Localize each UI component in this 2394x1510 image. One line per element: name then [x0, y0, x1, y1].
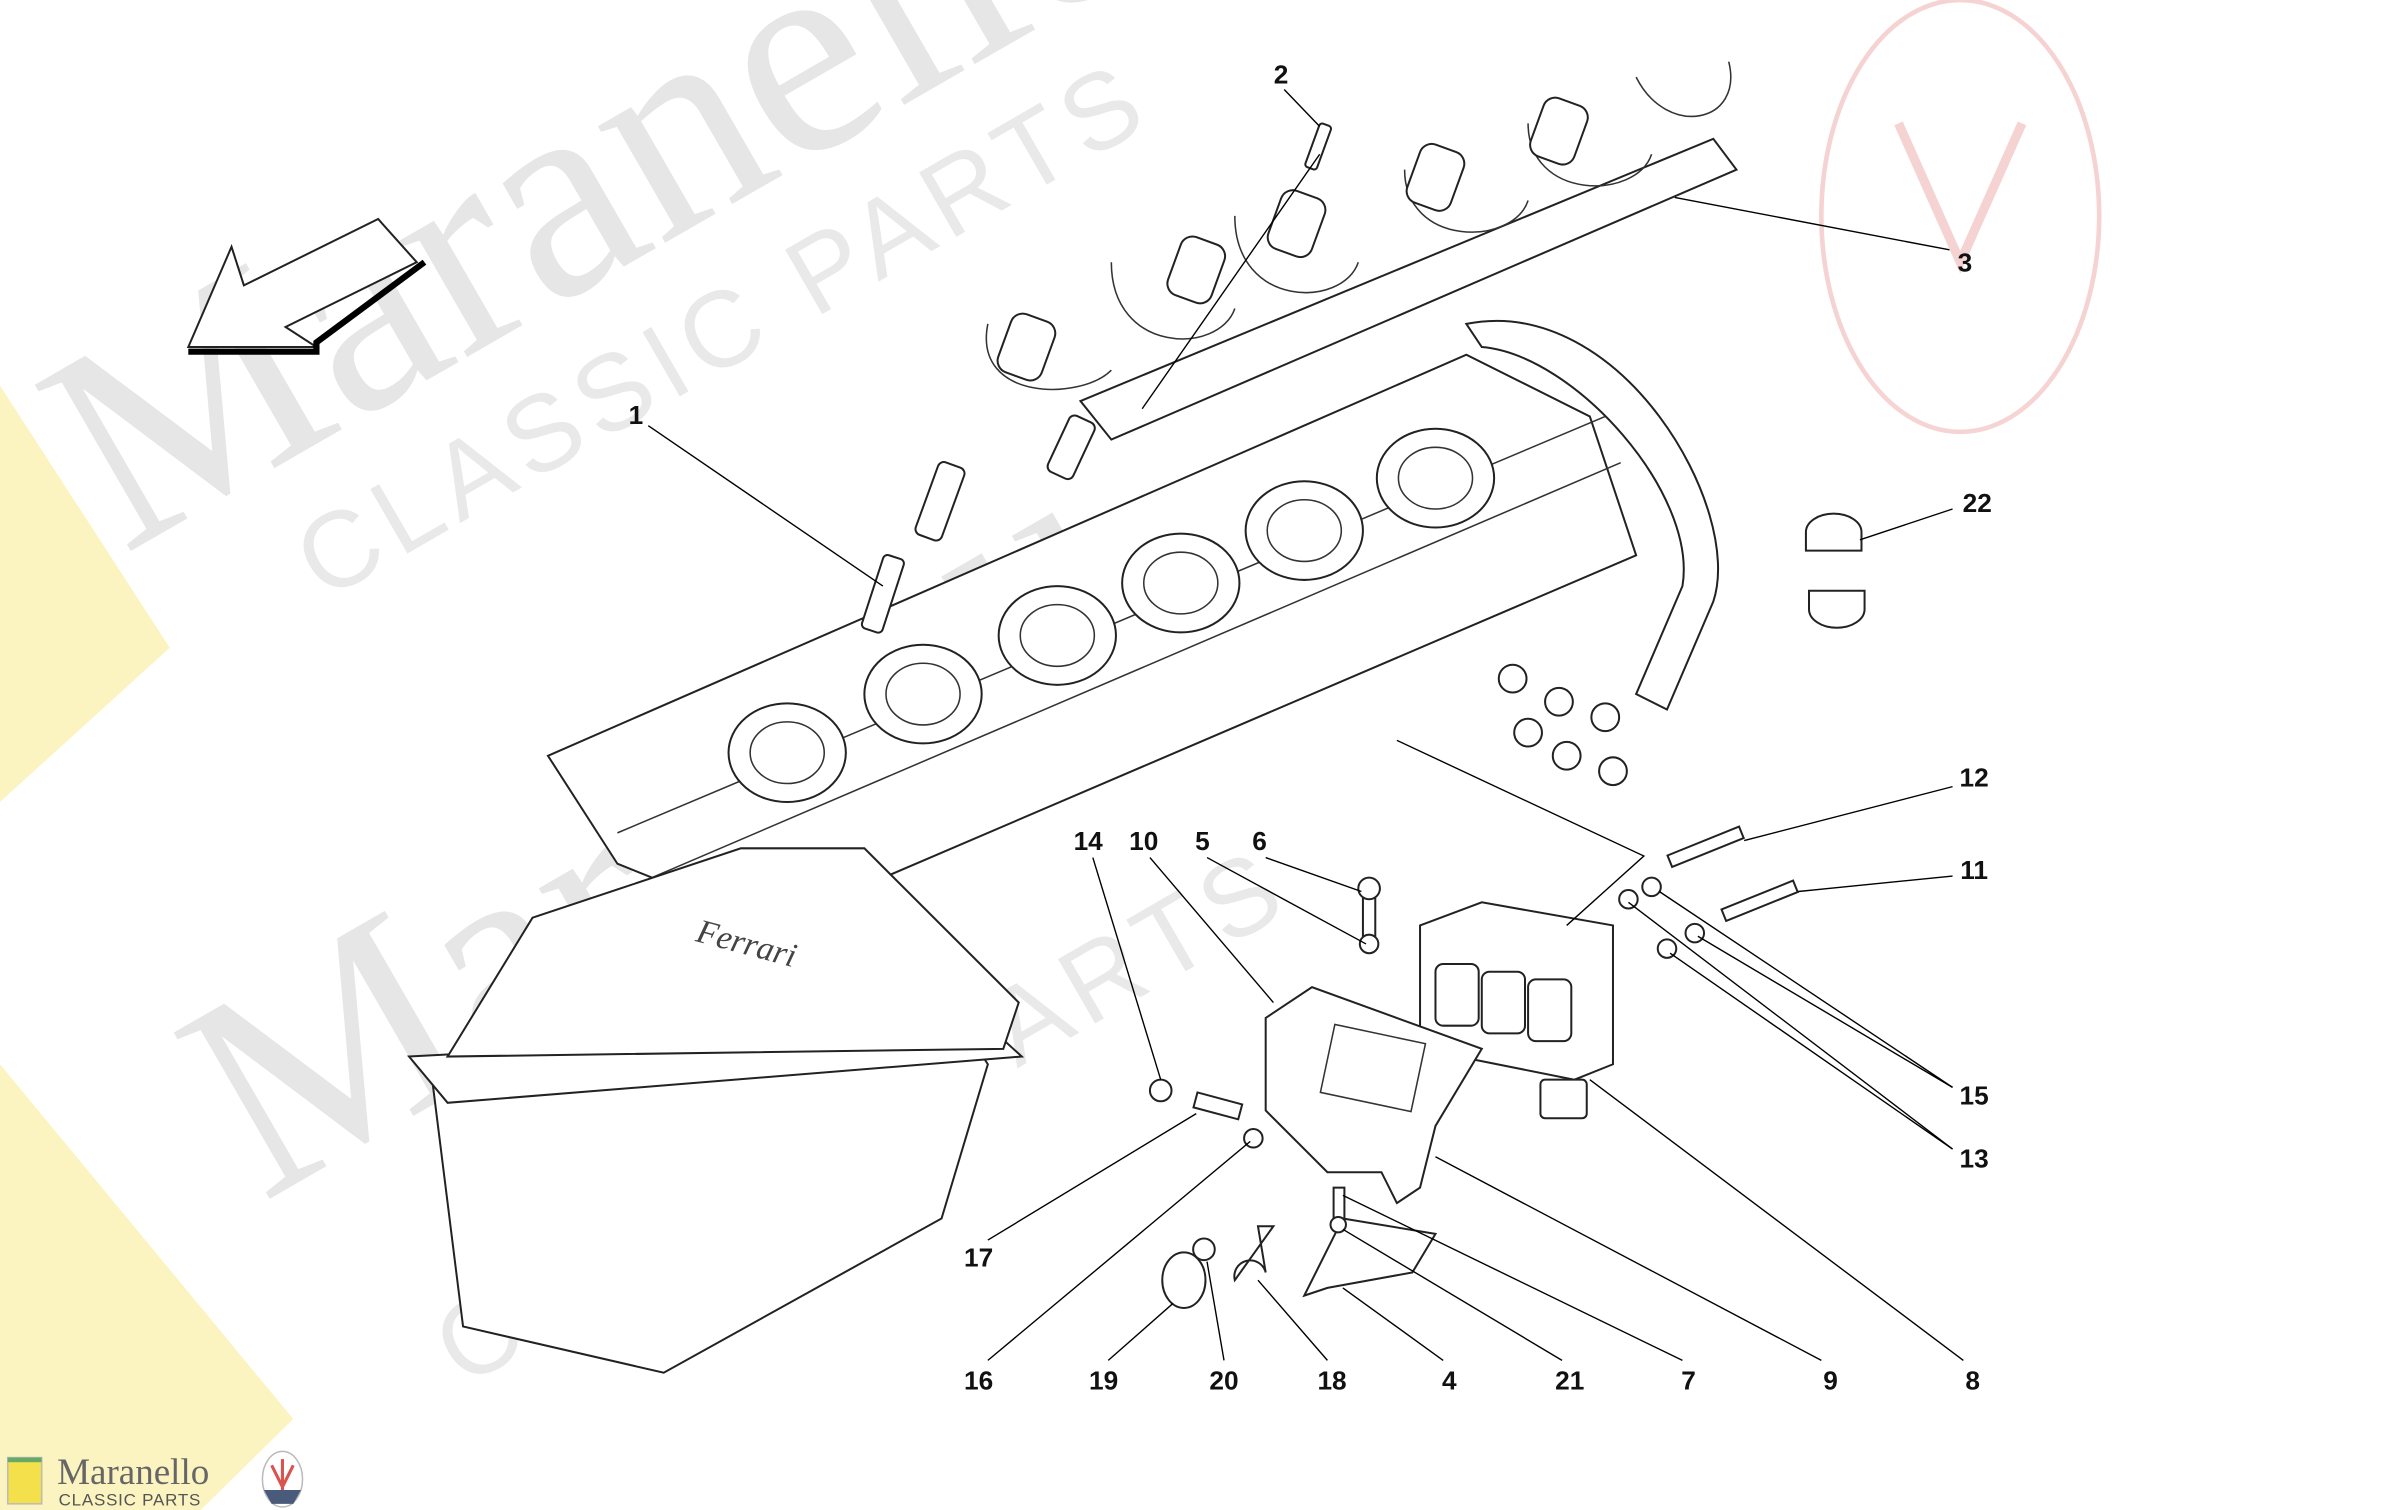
- callout-6: 6: [1252, 826, 1267, 856]
- callout-19: 19: [1089, 1366, 1118, 1396]
- callout-5: 5: [1195, 826, 1210, 856]
- callout-8: 8: [1965, 1366, 1980, 1396]
- ignition-coil: [1419, 901, 1614, 1120]
- callout-10: 10: [1129, 826, 1158, 856]
- callout-17: 17: [964, 1242, 993, 1272]
- callout-21: 21: [1555, 1366, 1584, 1396]
- cam-cover: [546, 353, 1638, 927]
- callout-11: 11: [1960, 855, 1988, 885]
- callout-labels: 1 2 3 22 12 11 15 13 14 10 5 6 17 16 19 …: [629, 59, 1992, 1395]
- callout-22: 22: [1963, 488, 1992, 518]
- callout-7: 7: [1681, 1366, 1696, 1396]
- screw: [1304, 122, 1333, 171]
- coil-rail: [914, 61, 1739, 711]
- logo-name: Maranello: [57, 1452, 209, 1493]
- callout-4: 4: [1442, 1366, 1457, 1396]
- callout-18: 18: [1317, 1366, 1346, 1396]
- callout-12: 12: [1960, 763, 1989, 793]
- maranello-logo: Maranello CLASSIC PARTS: [6, 1450, 304, 1509]
- callout-9: 9: [1823, 1366, 1838, 1396]
- watermark-ferrari-badge: [0, 385, 294, 1510]
- callout-3: 3: [1958, 247, 1973, 277]
- leader-lines: [647, 88, 1964, 1362]
- spark-plug: [860, 554, 905, 634]
- callout-1: 1: [629, 400, 644, 430]
- air-box: Ferrari: [406, 847, 1025, 1374]
- coil-connectors: [1497, 663, 1628, 787]
- clip: [1804, 512, 1866, 629]
- ferrari-badge-icon: [6, 1456, 43, 1505]
- direction-arrow: [186, 217, 427, 355]
- callout-16: 16: [964, 1366, 993, 1396]
- callout-20: 20: [1209, 1366, 1238, 1396]
- callout-15: 15: [1960, 1080, 1989, 1110]
- logo-subtitle: CLASSIC PARTS: [59, 1490, 201, 1509]
- watermark-maserati: [1819, 0, 2102, 435]
- callout-2: 2: [1274, 59, 1289, 89]
- callout-13: 13: [1960, 1144, 1989, 1174]
- callout-14: 14: [1074, 826, 1104, 856]
- coil-bracket: [1264, 986, 1484, 1298]
